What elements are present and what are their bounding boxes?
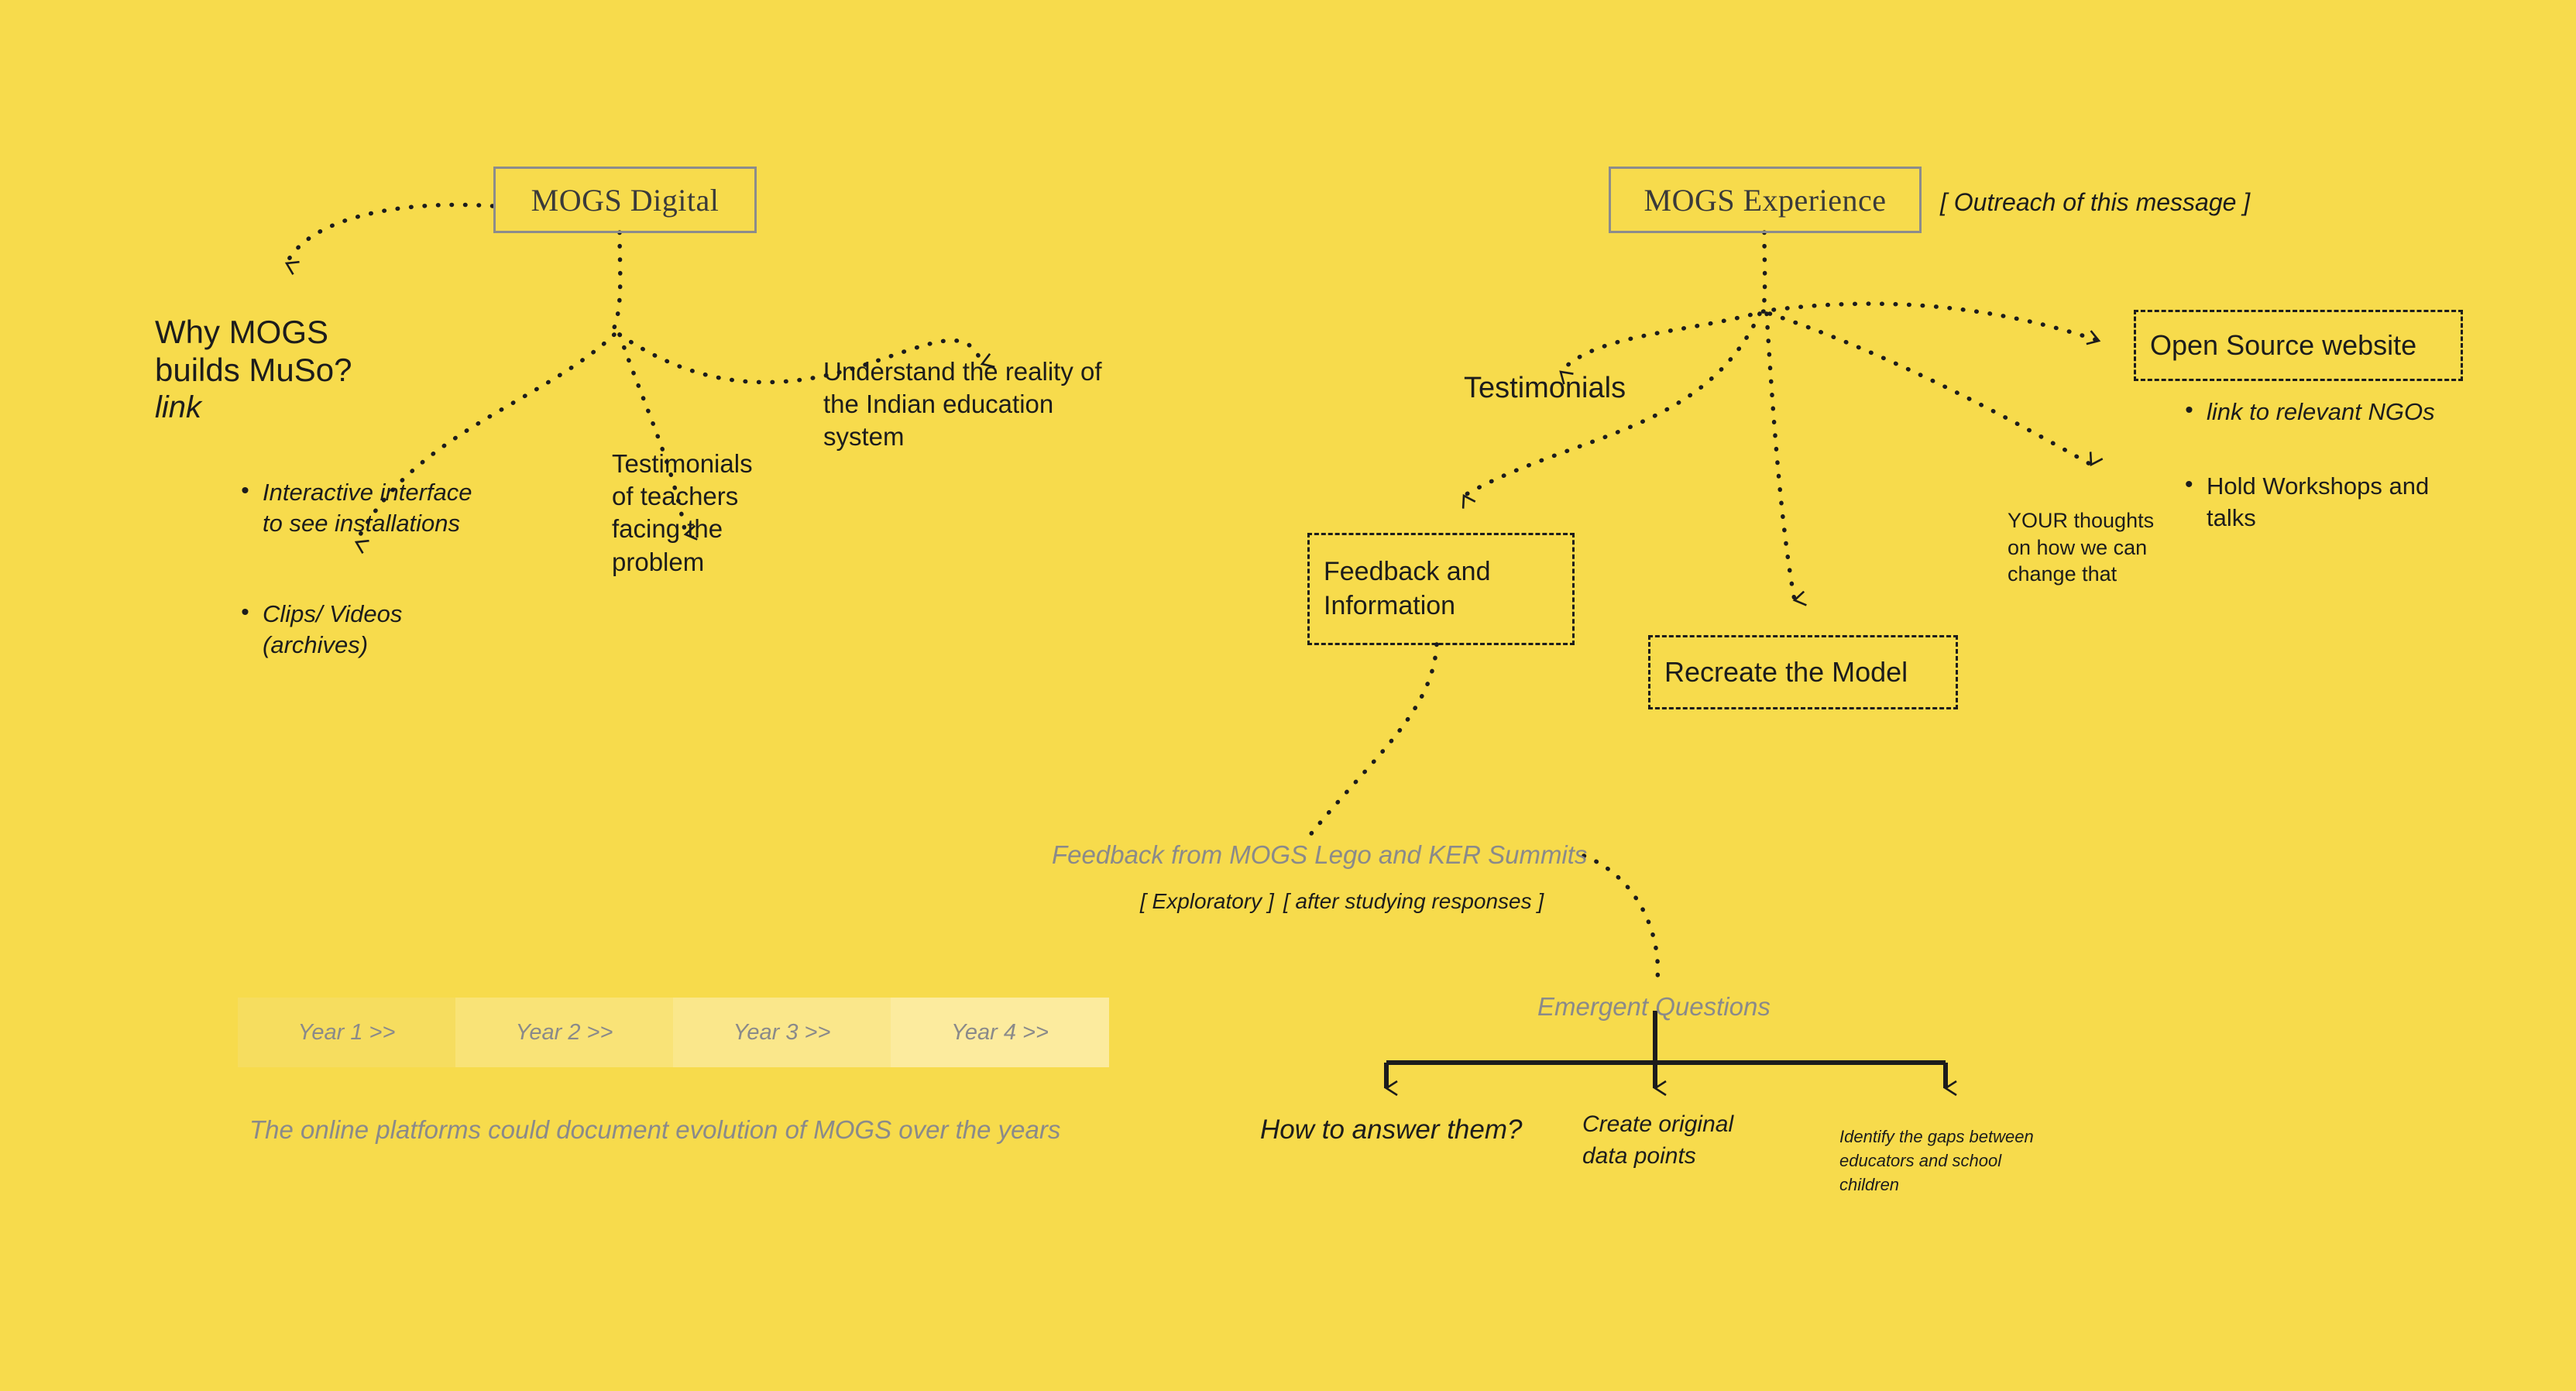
year-cell-4[interactable]: Year 4 >>	[891, 998, 1109, 1067]
wire-summits-to-emergent	[1582, 853, 1661, 982]
list-item: Clips/ Videos (archives)	[236, 597, 577, 661]
summits-feedback-label: Feedback from MOGS Lego and KER Summits	[1052, 840, 1588, 869]
wire-experience-to-recreate	[1764, 311, 1795, 600]
timeline-caption: The online platforms could document evol…	[249, 1115, 1061, 1144]
wire-feedback-to-summits	[1307, 642, 1439, 839]
open-source-website-label: Open Source website	[2150, 329, 2417, 361]
testimonials-teachers-text: Testimonials of teachers facing the prob…	[612, 449, 753, 576]
year-cell-label: Year 4 >>	[951, 1019, 1049, 1045]
wire-experience-to-testimonials	[1558, 309, 1766, 372]
your-thoughts-text: YOUR thoughts on how we can change that	[2008, 509, 2155, 586]
branch-how-to-answer: How to answer them?	[1260, 1115, 1523, 1145]
recreate-model-label: Recreate the Model	[1664, 656, 1908, 688]
wire-experience-to-opensource	[1771, 301, 2101, 341]
why-mogs-link[interactable]: link	[155, 390, 202, 425]
feedback-information-label: Feedback and Information	[1324, 556, 1491, 620]
mogs-experience-box[interactable]: MOGS Experience	[1609, 167, 1922, 233]
recreate-model-box[interactable]: Recreate the Model	[1648, 635, 1958, 709]
emergent-questions-label: Emergent Questions	[1537, 992, 1771, 1021]
year-cell-3[interactable]: Year 3 >>	[673, 998, 891, 1067]
year-cell-label: Year 2 >>	[515, 1019, 613, 1045]
outreach-note: [ Outreach of this message ]	[1940, 188, 2251, 216]
testimonials-label: Testimonials	[1464, 372, 1626, 404]
year-cell-label: Year 3 >>	[733, 1019, 831, 1045]
digital-bullet-list: Interactive interface to see installatio…	[236, 476, 577, 661]
tag-after-studying-responses: [ after studying responses ]	[1283, 889, 1544, 913]
wire-digital-to-why	[284, 202, 495, 263]
branch-identify-gaps: Identify the gaps between educators and …	[1839, 1127, 2034, 1194]
year-timeline[interactable]: Year 1 >> Year 2 >> Year 3 >> Year 4 >>	[238, 998, 1109, 1067]
year-cell-label: Year 1 >>	[297, 1019, 396, 1045]
wire-experience-stem	[1761, 230, 1767, 312]
list-item: Interactive interface to see installatio…	[236, 476, 577, 540]
wire-experience-to-thoughts	[1767, 311, 2091, 467]
feedback-information-box[interactable]: Feedback and Information	[1307, 533, 1575, 645]
year-cell-1[interactable]: Year 1 >>	[238, 998, 455, 1067]
list-item: Hold Workshops and talks	[2180, 469, 2490, 534]
wire-digital-stem	[610, 230, 623, 335]
open-source-website-box[interactable]: Open Source website	[2134, 310, 2463, 381]
why-mogs-block: Why MOGS builds MuSo? link	[155, 313, 480, 426]
why-mogs-line2: builds MuSo?	[155, 352, 352, 389]
mogs-digital-label: MOGS Digital	[531, 182, 720, 218]
branch-create-data-points: Create original data points	[1582, 1111, 1734, 1169]
list-item: link to relevant NGOs	[2180, 395, 2490, 428]
open-source-bullet-list: link to relevant NGOs Hold Workshops and…	[2180, 395, 2490, 534]
emergent-branch-tree	[1384, 1011, 1946, 1088]
mogs-digital-box[interactable]: MOGS Digital	[493, 167, 757, 233]
why-mogs-line1: Why MOGS	[155, 314, 329, 350]
mogs-experience-label: MOGS Experience	[1643, 182, 1887, 218]
tag-exploratory: [ Exploratory ]	[1140, 889, 1274, 913]
year-cell-2[interactable]: Year 2 >>	[455, 998, 673, 1067]
understand-reality-text: Understand the reality of the Indian edu…	[823, 357, 1102, 452]
